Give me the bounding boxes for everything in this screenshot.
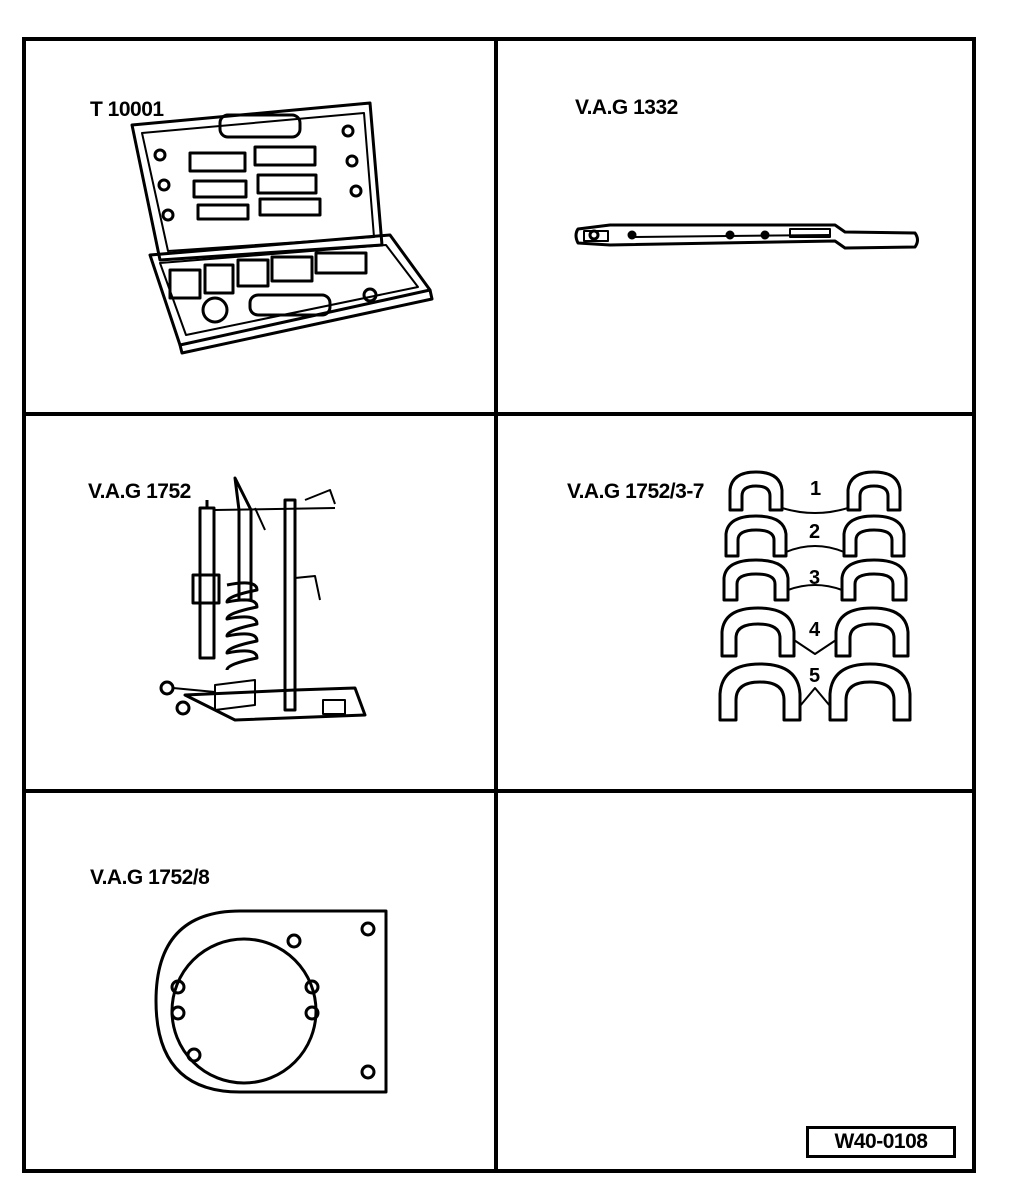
tool-label-vag1752-8: V.A.G 1752/8 xyxy=(90,866,210,889)
adapter-part-number-3: 3 xyxy=(809,567,821,589)
tool-label-vag1332: V.A.G 1332 xyxy=(575,96,678,119)
grid-divider-horizontal-2 xyxy=(22,789,976,793)
tool-label-vag1752: V.A.G 1752 xyxy=(88,480,191,503)
adapter-plate-illustration xyxy=(154,909,388,1094)
adapter-set-illustration xyxy=(718,470,912,722)
tool-label-t10001: T 10001 xyxy=(90,98,164,121)
spring-compressor-illustration xyxy=(159,476,367,722)
adapter-part-number-2: 2 xyxy=(809,521,821,543)
grid-divider-vertical xyxy=(494,37,498,1173)
drawing-code-box: W40-0108 xyxy=(806,1126,956,1158)
drawing-code: W40-0108 xyxy=(834,1130,928,1153)
tool-grid-frame xyxy=(22,37,976,1173)
torque-wrench-illustration xyxy=(574,223,919,250)
tool-label-vag1752-3-7: V.A.G 1752/3-7 xyxy=(567,480,705,503)
adapter-part-number-5: 5 xyxy=(809,665,821,687)
grid-divider-horizontal-1 xyxy=(22,412,976,416)
adapter-part-number-1: 1 xyxy=(810,478,822,500)
tool-case-illustration xyxy=(130,101,434,355)
adapter-part-number-4: 4 xyxy=(809,619,821,641)
